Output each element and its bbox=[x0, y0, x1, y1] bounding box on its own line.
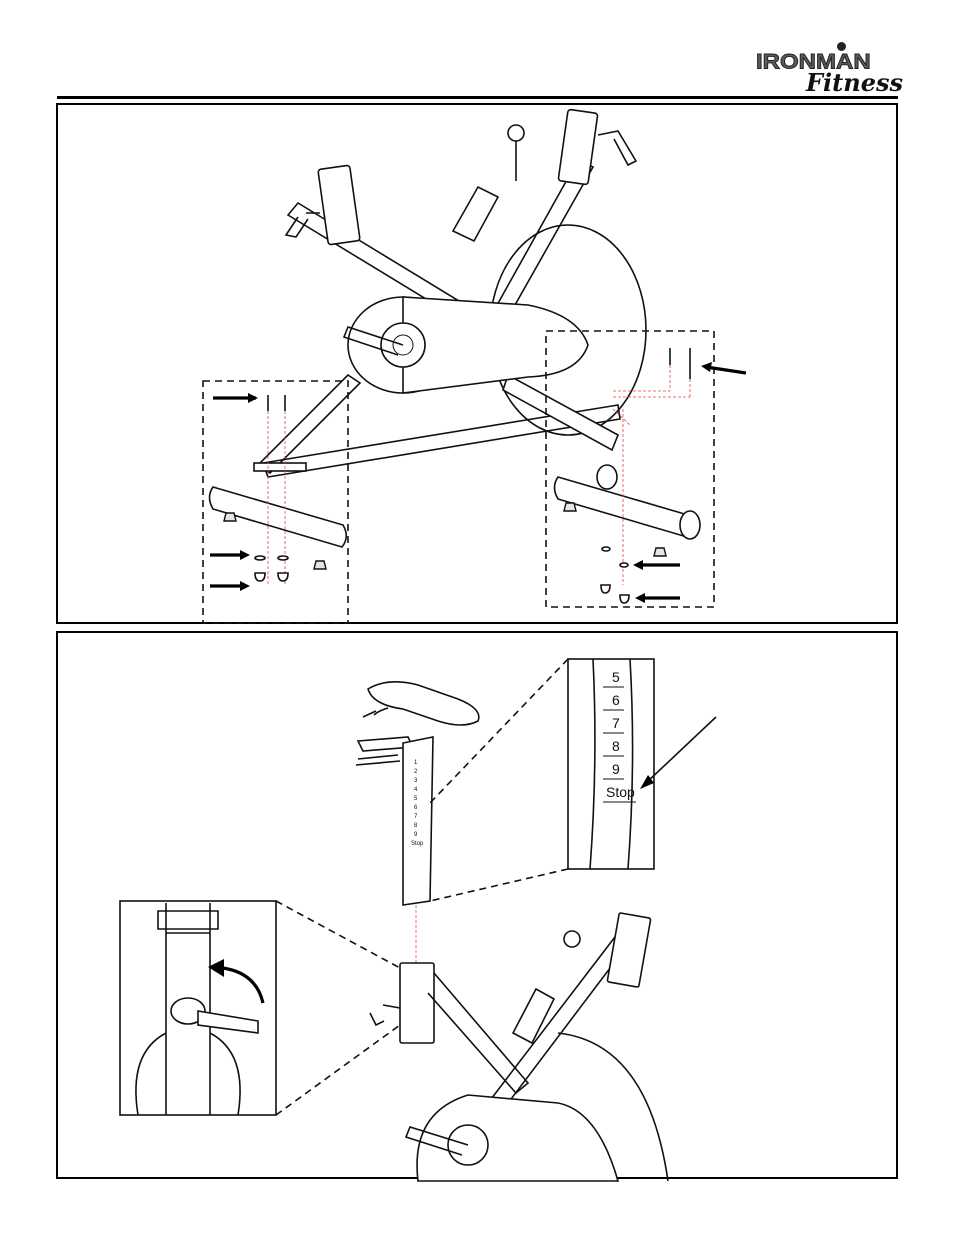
rear-nut-arrow bbox=[210, 581, 250, 591]
scale-mark-9: 9 bbox=[612, 761, 620, 777]
scale-mark-6: 6 bbox=[612, 692, 620, 708]
seat-post-sleeve bbox=[318, 165, 360, 245]
seat-post-tube bbox=[400, 963, 434, 1043]
knob-detail-inset bbox=[120, 901, 400, 1115]
front-bolt-arrow bbox=[701, 362, 746, 373]
transport-wheel-right bbox=[680, 511, 700, 539]
stabilizer-assembly-panel bbox=[56, 103, 898, 624]
handlebar-knob bbox=[598, 131, 636, 165]
rear-stabilizer-plate bbox=[254, 463, 306, 471]
small-mark-stop: Stop bbox=[411, 841, 424, 847]
rear-leg bbox=[258, 375, 360, 473]
water-bottle bbox=[453, 187, 498, 241]
front-nut-arrow bbox=[635, 593, 680, 603]
saddle bbox=[368, 682, 479, 725]
scale-mark-stop: Stop bbox=[606, 784, 635, 800]
scale-zoom-callout: 5 6 7 8 9 Stop bbox=[430, 659, 654, 901]
seat-post bbox=[403, 737, 433, 905]
seat-post-diagram: 1 2 3 4 5 6 7 8 9 Stop 5 6 7 8 9 bbox=[58, 633, 900, 1181]
front-leveler-left bbox=[564, 503, 576, 511]
header-rule bbox=[57, 96, 898, 99]
rear-hardware bbox=[255, 395, 288, 585]
slider-knob bbox=[356, 755, 400, 765]
lower-handlebar-post bbox=[607, 913, 651, 987]
scale-mark-7: 7 bbox=[612, 715, 620, 731]
rear-leveler-left bbox=[224, 513, 236, 521]
seat-height-knob bbox=[370, 1005, 400, 1025]
resistance-knob bbox=[508, 125, 524, 141]
ironman-fitness-logo: IRONMAN Fitness bbox=[754, 42, 904, 102]
saddle-clamp bbox=[363, 708, 388, 717]
lower-resistance-knob bbox=[564, 931, 580, 947]
lower-water-bottle bbox=[513, 989, 554, 1043]
transport-wheel-left bbox=[597, 465, 617, 489]
handlebar-post bbox=[558, 109, 598, 184]
rear-washer-arrow bbox=[210, 550, 250, 560]
front-washer-arrow bbox=[633, 560, 680, 570]
scale-mark-5: 5 bbox=[612, 669, 620, 685]
front-leveler-right bbox=[654, 548, 666, 556]
logo-subtitle-text: Fitness bbox=[806, 68, 903, 97]
seat-post-assembly-panel: 1 2 3 4 5 6 7 8 9 Stop 5 6 7 8 9 bbox=[56, 631, 898, 1179]
scale-zoom-box bbox=[568, 659, 654, 869]
rear-bolt-arrow bbox=[213, 393, 258, 403]
stabilizer-assembly-diagram bbox=[58, 105, 900, 626]
scale-mark-8: 8 bbox=[612, 738, 620, 754]
rear-leveler-right bbox=[314, 561, 326, 569]
